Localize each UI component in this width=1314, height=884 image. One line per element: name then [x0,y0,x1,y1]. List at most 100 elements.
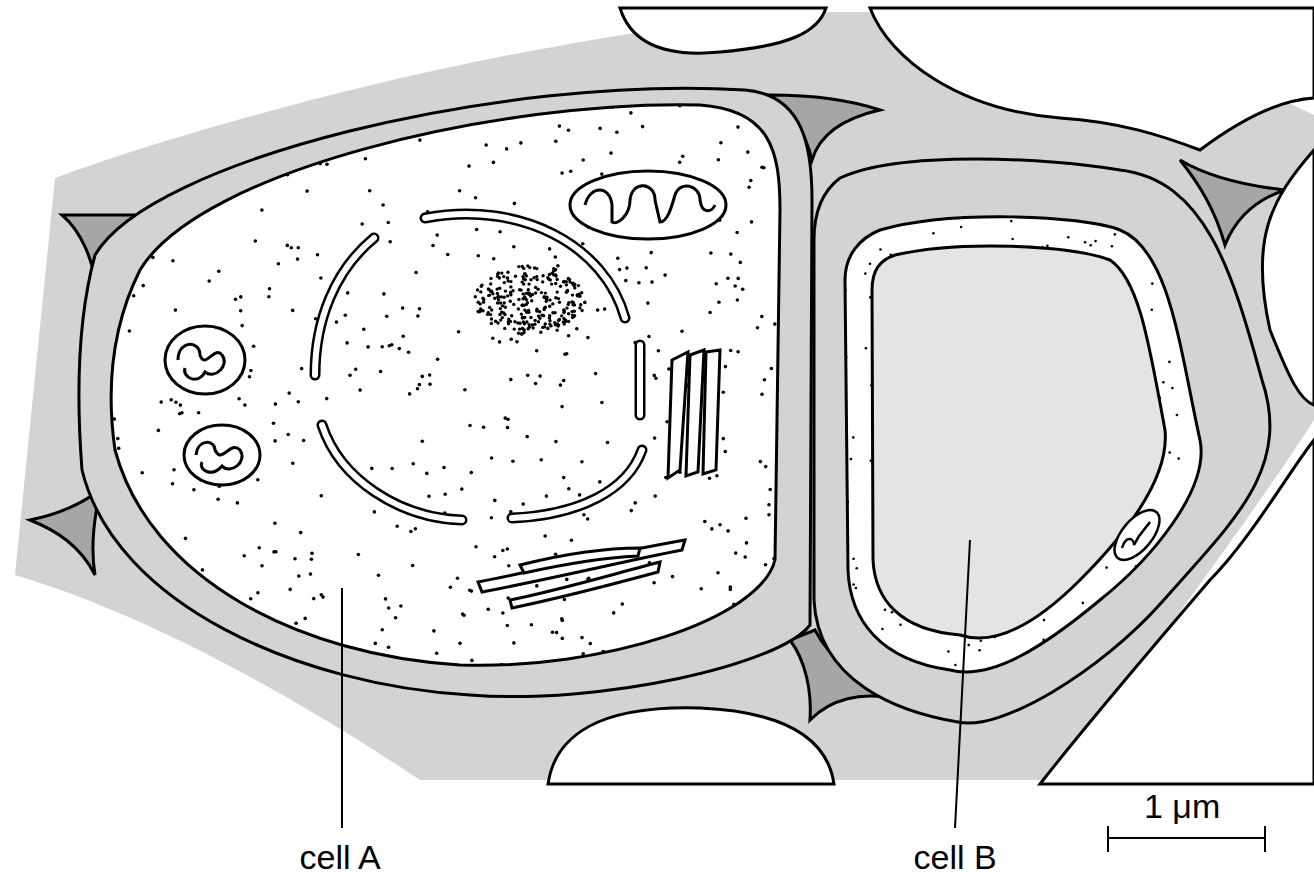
ribosome-dot [119,589,123,593]
ribosome-dot [418,383,422,387]
ribosome-dot [273,522,277,526]
ribosome-dot [1175,583,1178,586]
ribosome-dot [860,662,863,665]
nucleolus-dot [498,276,501,279]
ribosome-dot [501,549,505,553]
ribosome-dot [714,282,718,286]
ribosome-dot [519,141,523,145]
ribosome-dot [169,398,173,402]
ribosomes [840,205,1216,690]
nucleolus-dot [554,323,557,326]
ribosome-dot [511,459,515,463]
nucleolus-dot [499,318,502,321]
nucleolus-dot [493,297,496,300]
ribosome-dot [243,662,247,666]
nucleolus-dot [546,276,549,279]
ribosome-dot [435,651,439,655]
ribosome-dot [249,369,253,373]
ribosome-dot [850,458,853,461]
ribosome-dot [1199,588,1202,591]
ribosome-dot [306,147,310,151]
ribosome-dot [268,287,272,291]
ribosome-dot [506,418,510,422]
nucleolus-dot [539,331,542,334]
ribosome-dot [864,272,867,275]
nucleolus-dot [494,320,497,323]
ribosome-dot [286,173,290,177]
ribosome-dot [411,462,415,466]
ribosome-dot [201,568,205,572]
nucleolus-dot [495,287,498,290]
ribosome-dot [260,564,264,568]
nucleolus-dot [548,298,551,301]
ribosome-dot [554,255,558,259]
ribosome-dot [300,367,304,371]
ribosome-dot [734,551,738,555]
ribosome-dot [781,658,785,662]
ribosome-dot [164,612,168,616]
ribosome-dot [366,345,370,349]
ribosome-dot [545,494,549,498]
ribosome-dot [724,450,728,454]
ribosome-dot [767,513,771,517]
ribosome-dot [1208,207,1211,210]
ribosome-dot [1108,600,1111,603]
ribosome-dot [116,477,120,481]
ribosome-dot [641,125,645,129]
ribosome-dot [467,96,471,100]
nucleolus-dot [477,301,480,304]
ribosome-dot [197,411,201,415]
ribosome-dot [491,336,495,340]
ribosome-dot [492,257,496,261]
ribosome-dot [1177,299,1180,302]
ribosome-dot [214,97,218,101]
ribosome-dot [535,349,539,353]
nucleolus-dot [517,332,520,335]
ribosome-dot [632,653,636,657]
nucleolus-dot [558,301,561,304]
ribosome-dot [116,437,120,441]
ribosome-dot [760,393,764,397]
nucleolus-dot [481,297,484,300]
nucleolus-dot [500,271,503,274]
ribosome-dot [192,612,196,616]
nucleolus-dot [487,294,490,297]
nucleolus-dot [491,292,494,295]
ribosome-dot [716,571,720,575]
rough-er [478,540,685,608]
ribosome-dot [718,523,722,527]
ribosome-dot [380,345,384,349]
nucleolus-dot [565,283,568,286]
nucleolus [474,264,584,336]
nucleolus-dot [548,322,551,325]
ribosome-dot [182,166,186,170]
ribosome-dot [967,644,970,647]
ribosome-dot [1202,560,1205,563]
ribosome-dot [756,326,760,330]
ribosome-dot [360,222,364,226]
ribosome-dot [775,466,779,470]
ribosome-dot [113,160,117,164]
ribosome-dot [535,676,539,680]
nucleolus-dot [513,320,516,323]
ribosome-dot [1208,363,1211,366]
ribosome-dot [567,487,571,491]
ribosome-dot [543,534,547,538]
ribosome-dot [344,669,348,673]
nucleolus-dot [529,316,532,319]
nucleolus-dot [534,286,537,289]
ribosome-dot [325,162,329,166]
nucleolus-dot [528,292,531,295]
ribosome-dot [515,340,519,344]
ribosome-dot [960,226,963,229]
ribosome-dot [1182,343,1185,346]
ribosome-dot [418,138,422,142]
ribosome-dot [474,196,478,200]
ribosome-dot [1011,238,1014,241]
ribosome-dot [932,232,935,235]
ribosome-dot [104,419,108,423]
ribosome-dot [615,130,619,134]
nucleolus-dot [476,310,479,313]
nucleolus-dot [576,293,579,296]
